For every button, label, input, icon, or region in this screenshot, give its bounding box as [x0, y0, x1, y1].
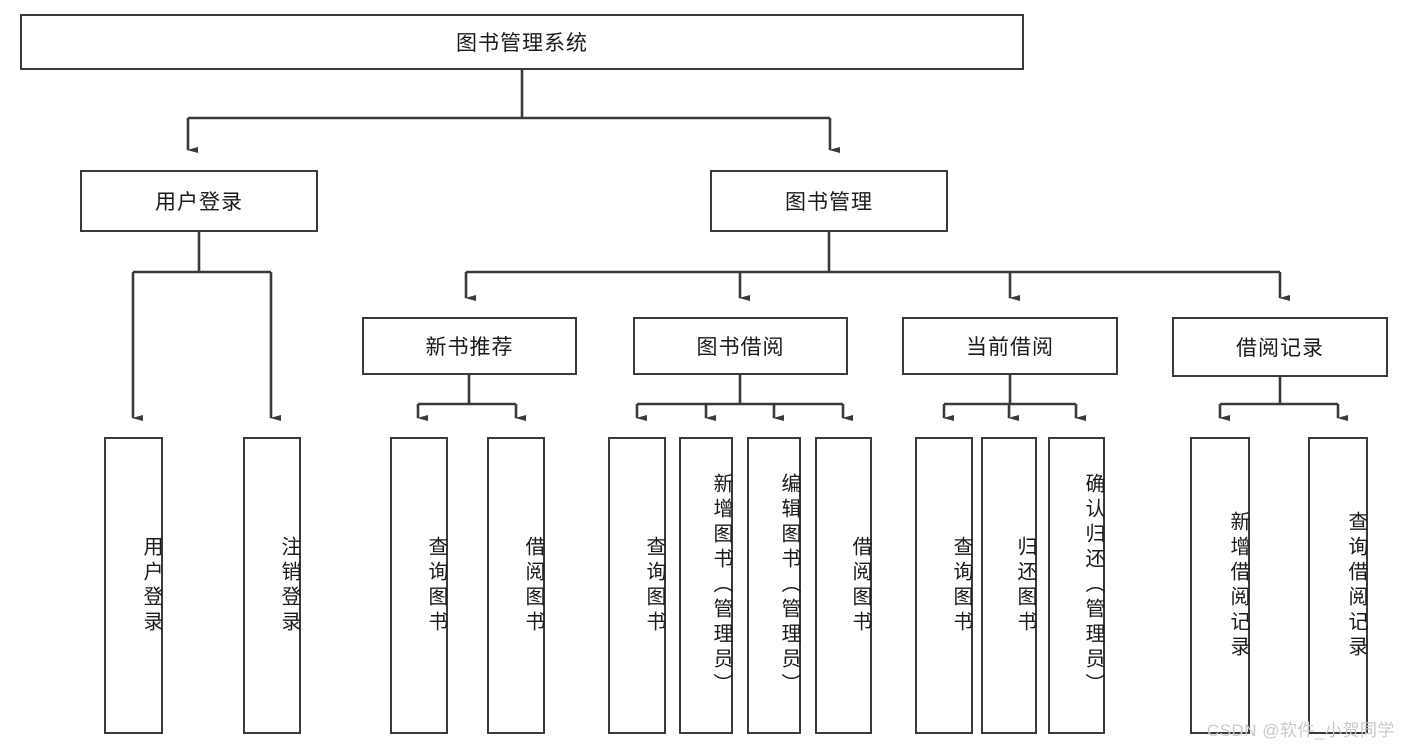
leaf-borrow-query-book[interactable]: 查询图书: [608, 437, 666, 734]
leaf-user-login-logout[interactable]: 注销登录: [243, 437, 301, 734]
node-book-borrow[interactable]: 图书借阅: [633, 317, 848, 375]
leaf-user-login-login[interactable]: 用户登录: [104, 437, 163, 734]
node-current-borrow[interactable]: 当前借阅: [902, 317, 1118, 375]
leaf-recommend-query-book[interactable]: 查询图书: [390, 437, 448, 734]
node-user-login[interactable]: 用户登录: [80, 170, 318, 232]
leaf-current-query-book[interactable]: 查询图书: [915, 437, 973, 734]
leaf-borrow-edit-book-admin[interactable]: 编辑图书（管理员）: [747, 437, 801, 734]
leaf-current-confirm-return-admin[interactable]: 确认归还（管理员）: [1048, 437, 1105, 734]
leaf-record-query-borrow-record[interactable]: 查询借阅记录: [1308, 437, 1368, 734]
leaf-current-return-book[interactable]: 归还图书: [981, 437, 1037, 734]
leaf-record-add-borrow-record[interactable]: 新增借阅记录: [1190, 437, 1250, 734]
node-root-book-management-system[interactable]: 图书管理系统: [20, 14, 1024, 70]
node-borrow-record[interactable]: 借阅记录: [1172, 317, 1388, 377]
node-book-management[interactable]: 图书管理: [710, 170, 948, 232]
node-new-book-recommend[interactable]: 新书推荐: [362, 317, 577, 375]
leaf-borrow-borrow-book[interactable]: 借阅图书: [815, 437, 872, 734]
watermark-csdn: CSDN @软件_小贺同学: [1206, 721, 1395, 740]
leaf-borrow-add-book-admin[interactable]: 新增图书（管理员）: [679, 437, 733, 734]
leaf-recommend-borrow-book[interactable]: 借阅图书: [487, 437, 545, 734]
